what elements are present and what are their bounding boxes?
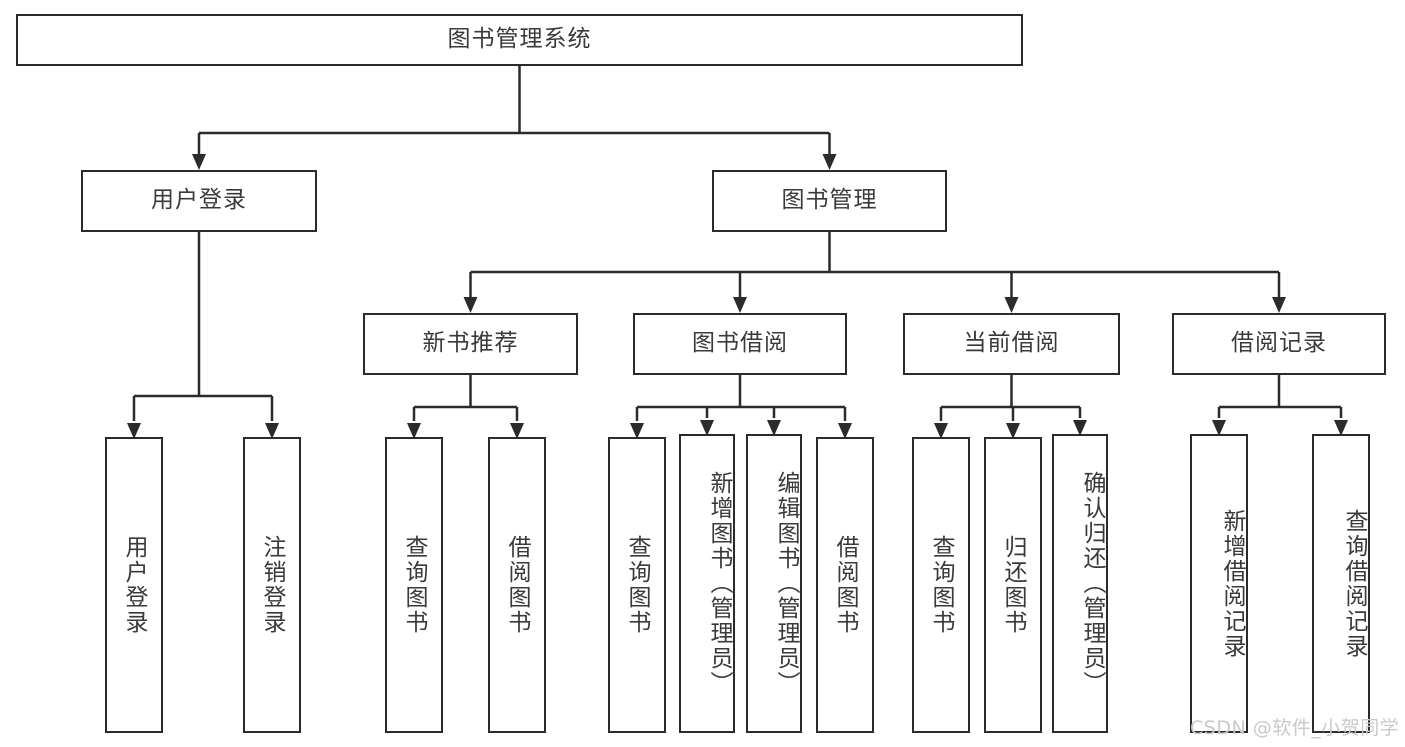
leaf-node-4[interactable]: 查询图书 xyxy=(608,437,666,733)
node-label: 借阅图书 xyxy=(504,535,531,635)
leaf-node-3[interactable]: 借阅图书 xyxy=(488,437,546,733)
node-label: 新书推荐 xyxy=(422,330,519,357)
node-label: 图书管理系统 xyxy=(447,26,592,53)
node-label: 查询图书 xyxy=(624,535,651,635)
node-label: 借阅记录 xyxy=(1231,330,1327,357)
node-label: 用户登录 xyxy=(151,187,247,214)
node-label: 查询图书 xyxy=(928,535,955,635)
node-label: 注销登录 xyxy=(259,535,286,635)
leaf-node-2[interactable]: 查询图书 xyxy=(385,437,443,733)
node-label: 用户登录 xyxy=(121,535,148,635)
leaf-node-6[interactable]: 编辑图书（管理员） xyxy=(746,434,802,733)
node-label: 查询图书 xyxy=(401,535,428,635)
node-label: 图书管理 xyxy=(781,187,878,214)
csdn-watermark: CSDN @软件_小贺同学 xyxy=(1190,717,1400,739)
leaf-node-1[interactable]: 注销登录 xyxy=(243,437,301,733)
node-label: 查询借阅记录 xyxy=(1341,508,1367,659)
node-label: 图书借阅 xyxy=(692,330,788,357)
node-label: 归还图书 xyxy=(1000,535,1027,635)
leaf-node-7[interactable]: 借阅图书 xyxy=(816,437,874,733)
leaf-node-8[interactable]: 查询图书 xyxy=(912,437,970,733)
level3-node-2[interactable]: 当前借阅 xyxy=(903,313,1120,375)
leaf-node-10[interactable]: 确认归还（管理员） xyxy=(1052,434,1108,733)
leaf-node-5[interactable]: 新增图书（管理员） xyxy=(679,434,735,733)
node-label: 借阅图书 xyxy=(832,535,859,635)
node-label: 新增借阅记录 xyxy=(1219,508,1245,659)
leaf-node-9[interactable]: 归还图书 xyxy=(984,437,1042,733)
leaf-node-11[interactable]: 新增借阅记录 xyxy=(1190,434,1248,733)
leaf-node-12[interactable]: 查询借阅记录 xyxy=(1312,434,1370,733)
root-node-0[interactable]: 图书管理系统 xyxy=(16,14,1023,66)
leaf-node-0[interactable]: 用户登录 xyxy=(105,437,163,733)
node-label: 当前借阅 xyxy=(963,330,1060,357)
level3-node-1[interactable]: 图书借阅 xyxy=(633,313,847,375)
node-label: 新增图书（管理员） xyxy=(706,471,732,696)
node-label: 确认归还（管理员） xyxy=(1079,471,1105,696)
level2-node-0[interactable]: 用户登录 xyxy=(81,170,317,232)
node-label: 编辑图书（管理员） xyxy=(773,471,799,696)
level2-node-1[interactable]: 图书管理 xyxy=(712,170,947,232)
level3-node-3[interactable]: 借阅记录 xyxy=(1172,313,1386,375)
level3-node-0[interactable]: 新书推荐 xyxy=(363,313,578,375)
